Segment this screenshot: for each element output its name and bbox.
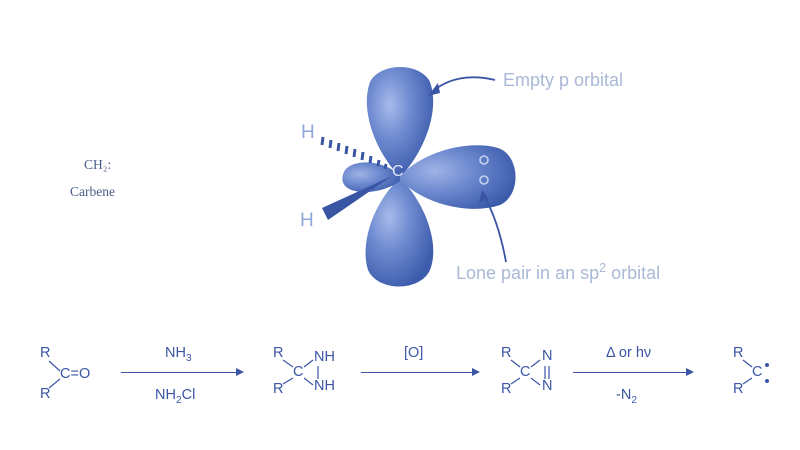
reaction-arrowhead-1: [236, 368, 244, 376]
lone-pair-dot: [479, 155, 489, 165]
sp2-orbital-back-lobe: [342, 162, 402, 192]
hydrogen-bottom-label: H: [300, 210, 314, 231]
lone-pair-dot: [479, 175, 489, 185]
reaction-arrowhead-2: [472, 368, 480, 376]
p-orbital-bottom-lobe: [365, 180, 434, 287]
step1-co-reagent: NH2Cl: [155, 387, 196, 406]
hydrogen-top-label: H: [301, 122, 315, 143]
r-group: R: [40, 345, 51, 361]
p-orbital-top-lobe: [366, 67, 434, 175]
r-group: R: [733, 381, 744, 397]
reaction-arrow-1: [121, 372, 237, 373]
formula-label: CH₂:: [84, 157, 112, 172]
carbene-electron-dot: [765, 379, 769, 383]
r-group: R: [501, 345, 512, 361]
step3-byproduct: -N2: [616, 387, 637, 406]
step2-reagent: [O]: [404, 345, 424, 361]
ring-carbon: C: [520, 364, 531, 380]
ring-nh-bottom: NH: [314, 378, 335, 394]
name-label: Carbene: [70, 184, 115, 199]
r-group: R: [40, 386, 51, 402]
lone-pair-callout-arrow: [483, 195, 507, 263]
reaction-arrowhead-3: [686, 368, 694, 376]
step1-reagent: NH3: [165, 345, 192, 364]
step3-conditions: Δ or hν: [606, 345, 652, 361]
lone-pair-arrowhead: [479, 190, 489, 203]
r-group: R: [273, 345, 284, 361]
empty-orbital-arrowhead: [428, 83, 440, 96]
ring-nh-top: NH: [314, 349, 335, 365]
reaction-arrow-3: [573, 372, 687, 373]
carbonyl-group: C=O: [60, 366, 91, 382]
r-group: R: [501, 381, 512, 397]
r-group: R: [733, 345, 744, 361]
hashed-bond: [320, 136, 388, 170]
empty-p-orbital-callout: Empty p orbital: [503, 70, 624, 90]
ring-carbon: C: [293, 364, 304, 380]
ring-n-bottom: N: [542, 378, 553, 394]
carbon-label: C: [392, 163, 404, 180]
reaction-arrow-2: [361, 372, 473, 373]
carbene-carbon: C: [752, 364, 763, 380]
lone-pair-callout: Lone pair in an sp2 orbital: [456, 261, 661, 283]
ring-n-top: N: [542, 348, 553, 364]
r-group: R: [273, 381, 284, 397]
wedge-bond: [322, 176, 392, 220]
sp2-orbital-front-lobe: [400, 145, 516, 209]
carbene-electron-dot: [765, 363, 769, 367]
